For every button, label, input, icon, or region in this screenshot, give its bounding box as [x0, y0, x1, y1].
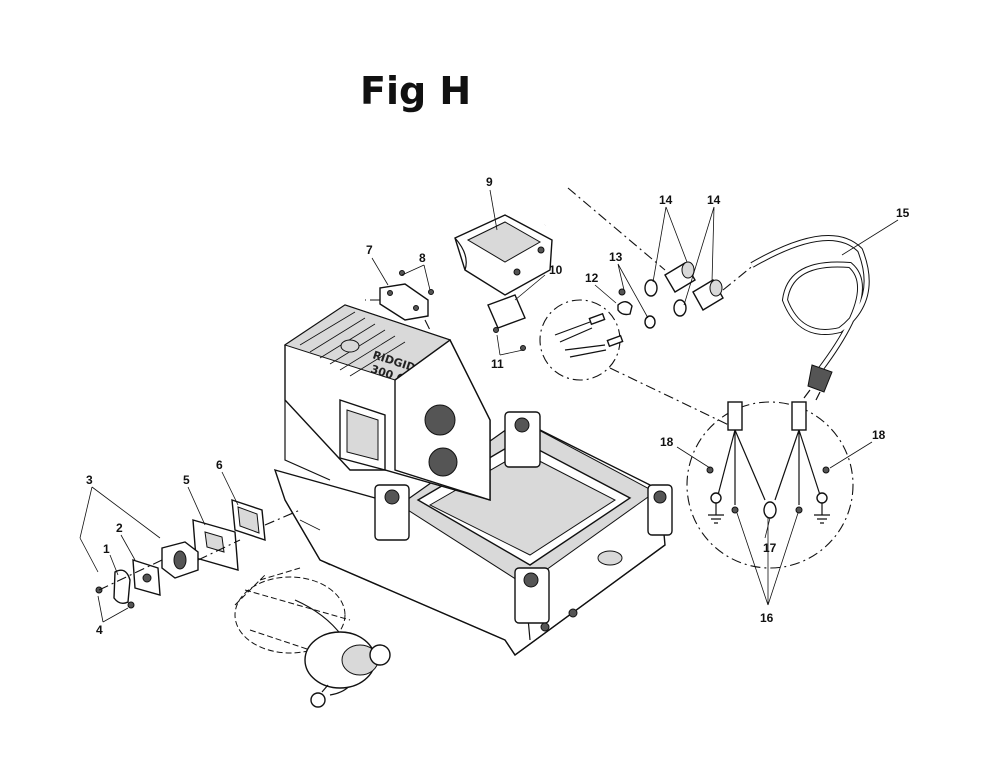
part-12-clamp — [617, 301, 633, 316]
callout-leaders — [79, 189, 899, 623]
wiring-detail-large — [686, 401, 854, 569]
callout-18-right: 18 — [872, 428, 886, 442]
callout-5: 5 — [183, 473, 190, 487]
part-14-locknut — [644, 279, 658, 297]
part-13-nut — [644, 315, 656, 329]
top-bracket-parts — [365, 270, 526, 351]
part-7-bracket — [379, 283, 429, 321]
callout-3: 3 — [86, 473, 93, 487]
motor-housing: RIDGID 300 Compact — [283, 304, 491, 501]
callout-8: 8 — [419, 251, 426, 265]
callout-10: 10 — [549, 263, 563, 277]
motor-ghost — [234, 567, 391, 708]
callout-7: 7 — [366, 243, 373, 257]
callout-13: 13 — [609, 250, 623, 264]
callout-11: 11 — [491, 357, 504, 371]
callout-12: 12 — [585, 271, 599, 285]
part-1-paddle — [113, 569, 131, 605]
callout-18-left: 18 — [660, 435, 674, 449]
figure-title: Fig H — [360, 69, 471, 113]
part-10-bracket — [487, 294, 526, 329]
part-4-screw — [127, 601, 135, 609]
callout-14-right: 14 — [707, 193, 721, 207]
part-9-foot-switch — [454, 90, 600, 296]
callout-1: 1 — [103, 542, 110, 556]
switch-assembly — [95, 498, 301, 609]
callout-14-left: 14 — [659, 193, 673, 207]
callout-6: 6 — [216, 458, 223, 472]
callout-2: 2 — [116, 521, 123, 535]
callout-16: 16 — [760, 611, 774, 625]
wiring-detail-small — [539, 299, 624, 381]
callout-9: 9 — [486, 175, 493, 189]
part-8-screw — [428, 289, 434, 295]
part-11-screw — [493, 327, 499, 333]
part-13-screw — [618, 288, 626, 296]
callout-15: 15 — [896, 206, 910, 220]
callout-4: 4 — [96, 623, 103, 637]
part-15-power-cord — [722, 235, 870, 401]
part-14-locknut — [673, 299, 687, 317]
part-11-screw — [520, 345, 526, 351]
callout-17: 17 — [763, 541, 777, 555]
cord-connectors — [567, 187, 724, 329]
detail-leader — [609, 367, 736, 429]
